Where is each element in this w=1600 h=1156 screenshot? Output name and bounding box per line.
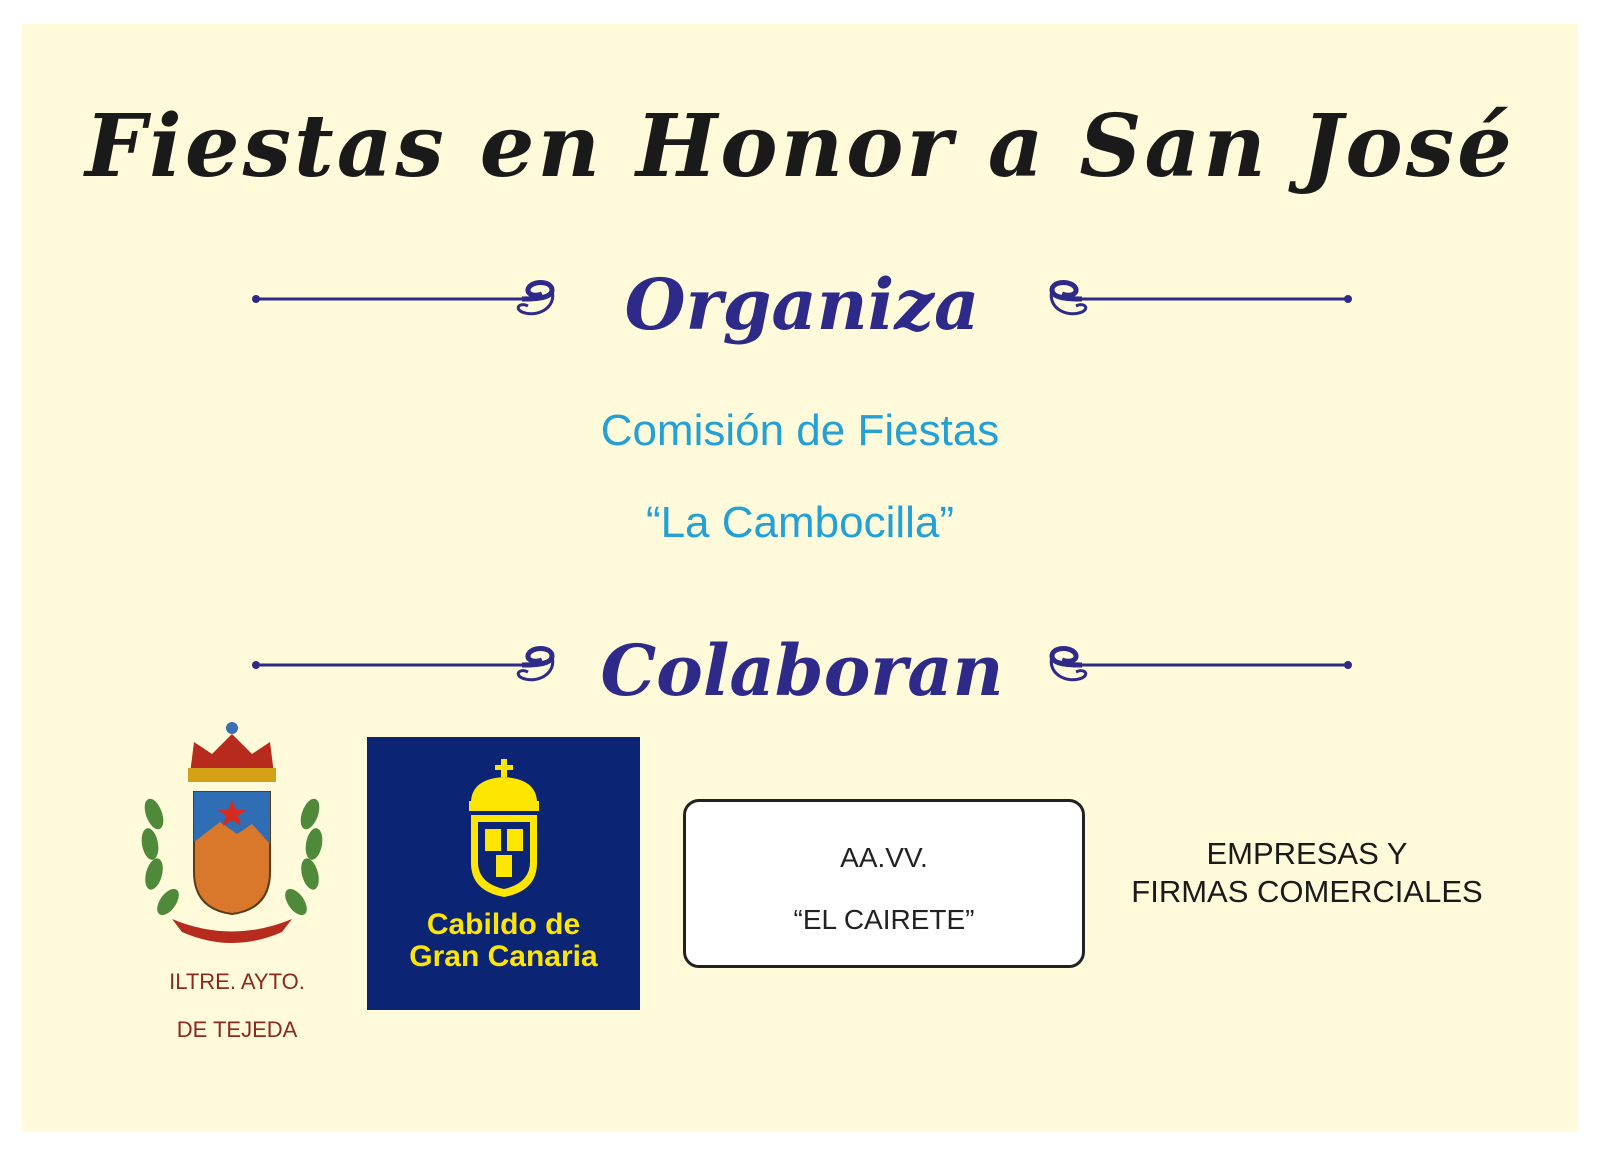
colaboran-label: Colaboran [600,629,1004,712]
organizer-group: “La Cambocilla” [645,498,955,547]
tejeda-caption-line1: ILTRE. AYTO. [169,969,305,994]
poster: Fiestas en Honor a San José Organiza Com… [22,24,1578,1132]
cabildo-shield-crown-icon [469,759,539,897]
tejeda-coat-of-arms-icon [141,722,323,943]
organizer-name: Comisión de Fiestas [600,406,1000,455]
cabildo-text-line1: Cabildo de [426,908,581,941]
cabildo-logo: Cabildo de Gran Canaria [367,737,640,1010]
cabildo-text-line2: Gran Canaria [409,940,598,973]
colaboran-header: Colaboran [252,629,1352,724]
scroll-flourish-icon [252,280,1352,316]
scroll-flourish-icon [252,646,1352,682]
organiza-header: Organiza [252,263,1352,358]
aavv-line2: “EL CAIRETE” [793,904,975,935]
aavv-line1: AA.VV. [840,842,928,873]
organiza-label: Organiza [624,263,980,346]
empresas-line1: EMPRESAS Y [1206,836,1408,871]
aavv-box: AA.VV. “EL CAIRETE” [683,799,1085,968]
tejeda-caption-line2: DE TEJEDA [176,1017,298,1042]
empresas-line2: FIRMAS COMERCIALES [1131,874,1483,909]
poster-title: Fiestas en Honor a San José [85,96,1515,197]
